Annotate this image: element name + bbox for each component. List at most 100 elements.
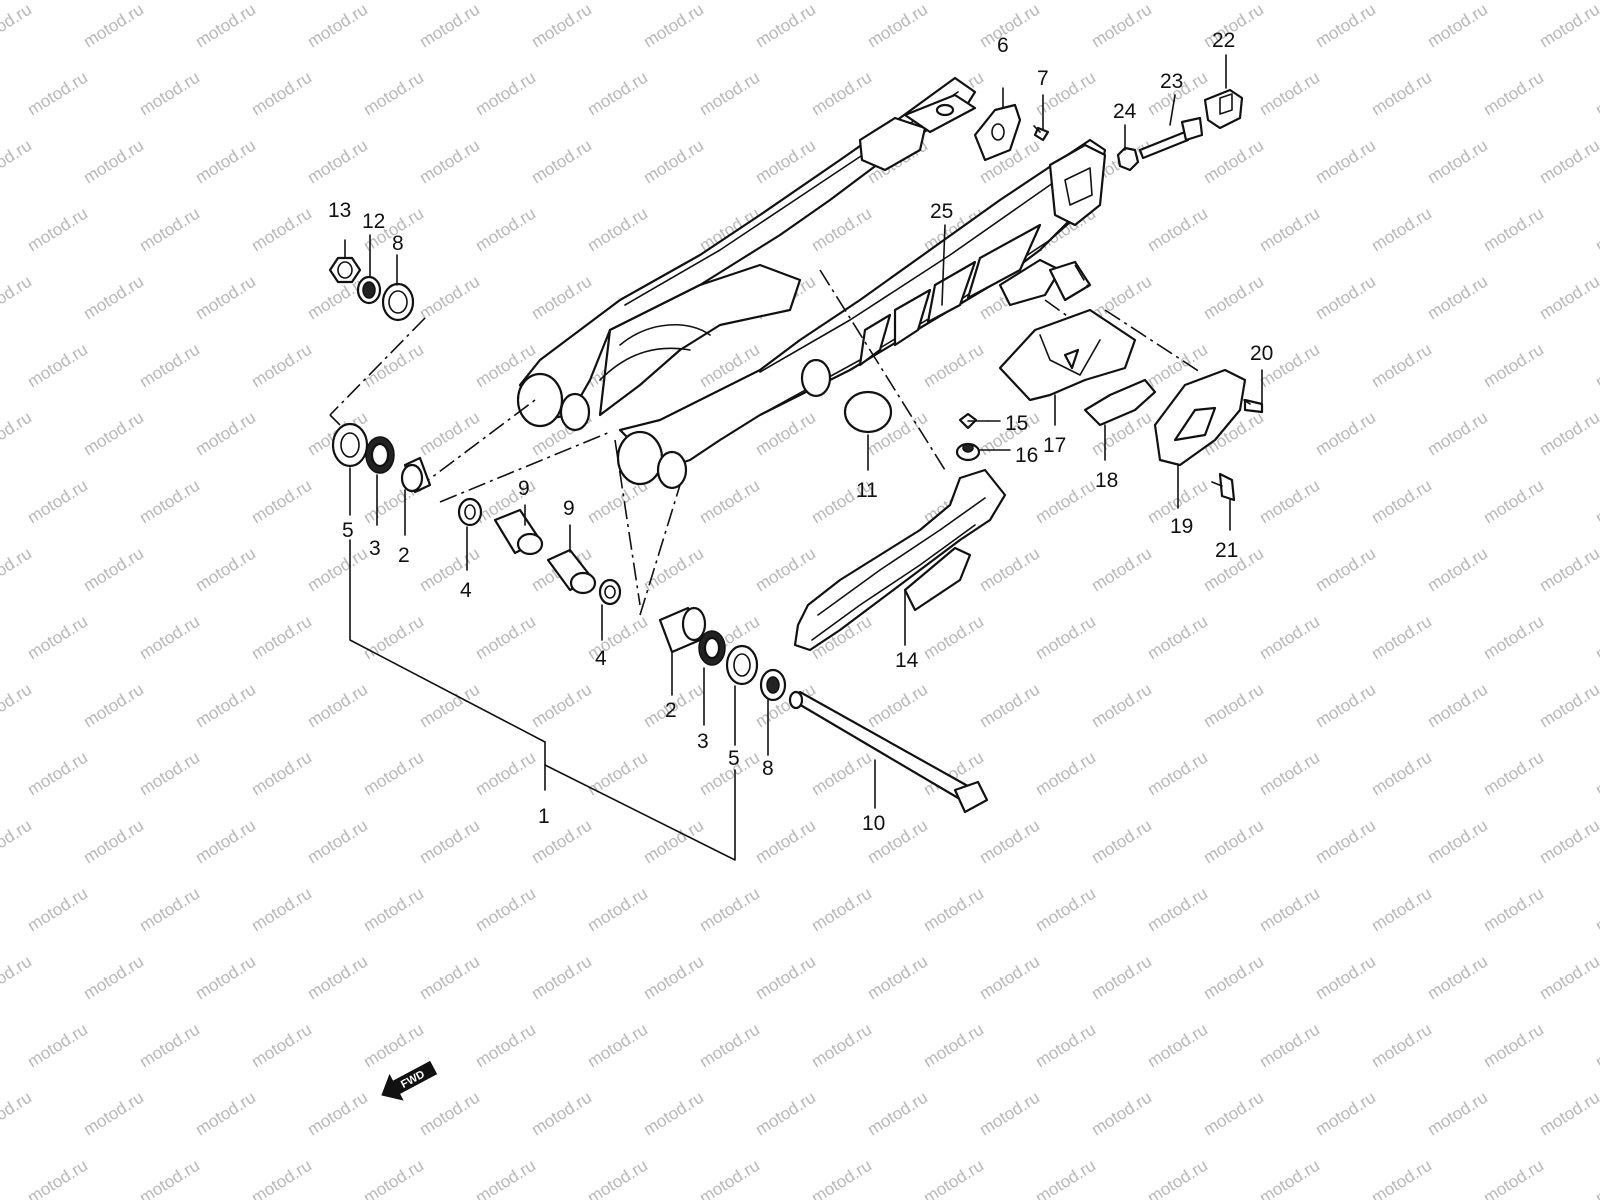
chain-slider-parts [793, 390, 1007, 652]
watermark-text: motod.ru [416, 272, 483, 324]
watermark-text: motod.ru [976, 0, 1043, 51]
watermark-text: motod.ru [528, 952, 595, 1004]
watermark-text: motod.ru [1312, 1088, 1379, 1140]
watermark-text: motod.ru [304, 0, 371, 51]
swingarm-lower-bracket [998, 258, 1062, 307]
watermark-text: motod.ru [80, 952, 147, 1004]
watermark-text: motod.ru [528, 680, 595, 732]
watermark-text: motod.ru [192, 816, 259, 868]
watermark-text: motod.ru [1368, 884, 1435, 936]
watermark-text: motod.ru [1312, 272, 1379, 324]
callout-21: 21 [1215, 539, 1238, 562]
watermark-text: motod.ru [0, 680, 35, 732]
callout-9-a: 9 [518, 477, 530, 500]
watermark-text: motod.ru [24, 476, 91, 528]
watermark-text: motod.ru [1536, 272, 1600, 324]
watermark-text: motod.ru [640, 0, 707, 51]
watermark-text: motod.ru [1480, 748, 1547, 800]
watermark-text: motod.ru [1312, 136, 1379, 188]
seal-5-left-icon [331, 422, 369, 468]
watermark-text: motod.ru [24, 884, 91, 936]
callout-12: 12 [362, 210, 385, 233]
watermark-text: motod.ru [752, 0, 819, 51]
callout-5-left: 5 [342, 519, 354, 542]
chain-slider-14-icon [793, 468, 1007, 652]
watermark-text: motod.ru [304, 952, 371, 1004]
watermark-text: motod.ru [80, 1088, 147, 1140]
watermark-text: motod.ru [1368, 476, 1435, 528]
callout-20: 20 [1250, 342, 1273, 365]
watermark-text: motod.ru [1088, 0, 1155, 51]
watermark-text: motod.ru [416, 408, 483, 460]
watermark-text: motod.ru [1480, 476, 1547, 528]
callout-3-right: 3 [697, 730, 709, 753]
watermark-text: motod.ru [696, 68, 763, 120]
watermark-text: motod.ru [1200, 1088, 1267, 1140]
watermark-text: motod.ru [1424, 0, 1491, 51]
callout-1: 1 [538, 805, 550, 828]
watermark-text: motod.ru [136, 204, 203, 256]
watermark-text: motod.ru [1144, 1020, 1211, 1072]
watermark-text: motod.ru [696, 1020, 763, 1072]
watermark-text: motod.ru [1200, 136, 1267, 188]
callout-4-left: 4 [460, 579, 472, 602]
watermark-text: motod.ru [1424, 680, 1491, 732]
watermark-text: motod.ru [1592, 340, 1600, 392]
callout-23: 23 [1160, 70, 1183, 93]
watermark-text: motod.ru [304, 680, 371, 732]
watermark-text: motod.ru [584, 68, 651, 120]
watermark-text: motod.ru [976, 680, 1043, 732]
callout-14: 14 [895, 649, 919, 672]
watermark-text: motod.ru [1424, 816, 1491, 868]
watermark-text: motod.ru [808, 748, 875, 800]
pivot-boss-left [516, 372, 564, 428]
watermark-text: motod.ru [1592, 884, 1600, 936]
watermark-text: motod.ru [528, 136, 595, 188]
watermark-text: motod.ru [192, 136, 259, 188]
watermark-text: motod.ru [584, 748, 651, 800]
watermark-text: motod.ru [0, 136, 35, 188]
watermark-text: motod.ru [192, 272, 259, 324]
watermark-text: motod.ru [1480, 884, 1547, 936]
watermark-text: motod.ru [248, 1020, 315, 1072]
watermark-text: motod.ru [1200, 272, 1267, 324]
watermark-text: motod.ru [360, 68, 427, 120]
watermark-text: motod.ru [24, 1156, 91, 1200]
watermark-text: motod.ru [696, 1156, 763, 1200]
callout-22: 22 [1212, 29, 1235, 52]
watermark-text: motod.ru [1424, 544, 1491, 596]
watermark-text: motod.ru [0, 816, 35, 868]
swingarm-rear-flap [1048, 260, 1092, 302]
watermark-text: motod.ru [0, 272, 35, 324]
bolt-21-icon [1218, 472, 1236, 502]
watermark-text: motod.ru [472, 204, 539, 256]
watermark-text: motod.ru [360, 1156, 427, 1200]
watermark-text: motod.ru [1424, 136, 1491, 188]
watermark-text: motod.ru [1536, 680, 1600, 732]
swingarm-axle-plate [1048, 143, 1107, 227]
watermark-text: motod.ru [80, 136, 147, 188]
watermark-text: motod.ru [248, 204, 315, 256]
watermark-text: motod.ru [1256, 884, 1323, 936]
watermark-text: motod.ru [864, 952, 931, 1004]
watermark-text: motod.ru [1032, 1020, 1099, 1072]
watermark-text: motod.ru [136, 748, 203, 800]
watermark-text: motod.ru [1144, 204, 1211, 256]
swingarm-axle-slot [1064, 167, 1093, 206]
watermark-text: motod.ru [192, 408, 259, 460]
watermark-text: motod.ru [1200, 680, 1267, 732]
watermark-text: motod.ru [1088, 816, 1155, 868]
watermark-text: motod.ru [80, 816, 147, 868]
watermark-text: motod.ru [1536, 1088, 1600, 1140]
watermark-text: motod.ru [1200, 816, 1267, 868]
seal-5-right-icon [725, 644, 759, 686]
watermark-text: motod.ru [1592, 204, 1600, 256]
watermark-text: motod.ru [808, 1156, 875, 1200]
washer-4-left-icon [457, 497, 483, 527]
watermark-text: motod.ru [24, 340, 91, 392]
watermark-text: motod.ru [1144, 1156, 1211, 1200]
watermark-text: motod.ru [640, 1088, 707, 1140]
watermark-text: motod.ru [808, 204, 875, 256]
watermark-text: motod.ru [1592, 68, 1600, 120]
watermark-text: motod.ru [472, 748, 539, 800]
